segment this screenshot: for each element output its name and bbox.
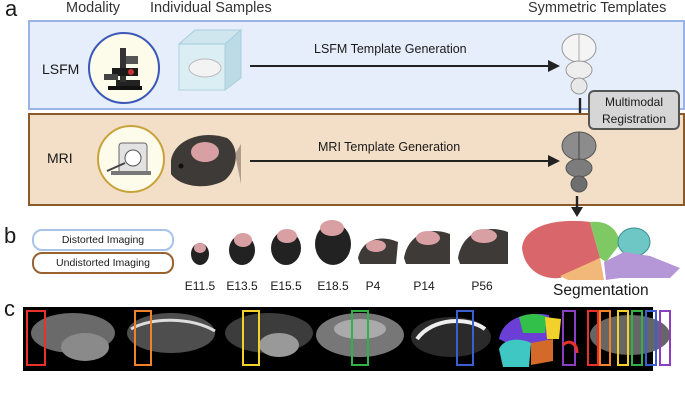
caption-compilation-line1 xyxy=(586,371,676,384)
lsfm-gad2-image xyxy=(225,310,313,366)
caption-lsfm-gad2-line1: LSFM xyxy=(247,371,279,383)
panel-label-b: b xyxy=(4,223,17,248)
sample-cube-icon xyxy=(177,28,243,91)
stage-label-p14: P14 xyxy=(413,279,435,293)
stage-label-p4: P4 xyxy=(365,279,381,293)
caption-lsfm-autofluorescence: LSFM autofluorescence xyxy=(300,371,410,397)
embryo-e11-icon xyxy=(191,243,209,265)
mri-scanner-icon xyxy=(106,142,151,175)
ish-image xyxy=(411,310,491,366)
panel-label-a: a xyxy=(5,0,18,21)
registration-line2: Registration xyxy=(601,112,667,126)
stage-label-e11: E11.5 xyxy=(184,279,216,293)
caption-lsfm-auto-line2: autofluorescence xyxy=(311,384,399,396)
mouse-p56-icon xyxy=(458,229,508,264)
caption-mri-dwi: MRI DWI xyxy=(60,371,120,397)
lsfm-label: LSFM xyxy=(42,61,80,77)
lsfm-arrow xyxy=(250,60,560,72)
embryo-e15-icon xyxy=(271,229,301,265)
compilation-image xyxy=(587,310,671,366)
stage-label-e13: E13.5 xyxy=(226,279,258,293)
lsfm-arrow-label: LSFM Template Generation xyxy=(314,42,467,56)
pup-p4-icon xyxy=(358,238,398,264)
mri-scanner-icon-circle xyxy=(97,125,165,193)
lsfm-template-brain-icon xyxy=(561,33,597,95)
embryo-e18-icon xyxy=(315,220,351,265)
stage-label-p56: P56 xyxy=(471,279,493,293)
embryo-e13-icon xyxy=(229,233,255,265)
scale-bar xyxy=(28,394,48,397)
scale-bar-label: 2 mm xyxy=(27,378,56,390)
mri-dwi-image xyxy=(26,310,115,366)
caption-ish-line2: Lhx2 & Foxp2 xyxy=(414,384,486,396)
caption-lsfm-auto-line1: LSFM xyxy=(339,371,371,383)
caption-ish: ISH Lhx2 & Foxp2 xyxy=(405,371,495,397)
caption-compilation-line2: Compilation xyxy=(600,384,662,396)
microscope-icon xyxy=(104,48,142,90)
mri-arrow-label: MRI Template Generation xyxy=(318,140,461,154)
segmentation-brain-icon xyxy=(522,220,680,280)
caption-mri-fa-line2: FA xyxy=(160,384,176,396)
header-individual-samples: Individual Samples xyxy=(150,0,272,16)
caption-annotations-line1 xyxy=(493,371,583,384)
lsfm-autofluorescence-image xyxy=(316,310,404,366)
segmentation-arrow xyxy=(571,196,583,217)
header-symmetric-templates: Symmetric Templates xyxy=(528,0,667,16)
caption-mri-dwi-line2: DWI xyxy=(78,384,102,396)
stage-label-e18: E18.5 xyxy=(317,279,349,293)
caption-annotations: Annotations xyxy=(493,371,583,397)
caption-ish-line1: ISH xyxy=(440,371,460,383)
panel-label-c: c xyxy=(4,296,15,321)
microscope-icon-circle xyxy=(88,32,160,104)
mri-label: MRI xyxy=(47,150,73,166)
legend-undistorted: Undistorted Imaging xyxy=(32,252,174,274)
caption-compilation: Compilation xyxy=(586,371,676,397)
caption-mri-fa: MRI FA xyxy=(138,371,198,397)
pup-p14-icon xyxy=(404,231,450,264)
legend-distorted: Distorted Imaging xyxy=(32,229,174,251)
mri-template-brain-icon xyxy=(561,131,597,193)
caption-lsfm-gad2-line2: Gad2 xyxy=(248,384,278,396)
mri-arrow xyxy=(250,155,560,167)
segmentation-label: Segmentation xyxy=(553,282,649,299)
header-modality: Modality xyxy=(66,0,120,16)
caption-lsfm-gad2: LSFM Gad2 xyxy=(228,371,298,397)
mri-fa-image xyxy=(127,310,216,366)
caption-mri-dwi-line1: MRI xyxy=(79,371,101,383)
stage-label-e15: E15.5 xyxy=(270,279,302,293)
caption-annotations-line2: Annotations xyxy=(507,384,569,396)
multimodal-registration-box: Multimodal Registration xyxy=(588,90,680,130)
annotations-image xyxy=(499,310,579,367)
registration-line1: Multimodal xyxy=(604,95,664,109)
caption-mri-fa-line1: MRI xyxy=(157,371,179,383)
mouse-head-icon xyxy=(171,134,241,187)
